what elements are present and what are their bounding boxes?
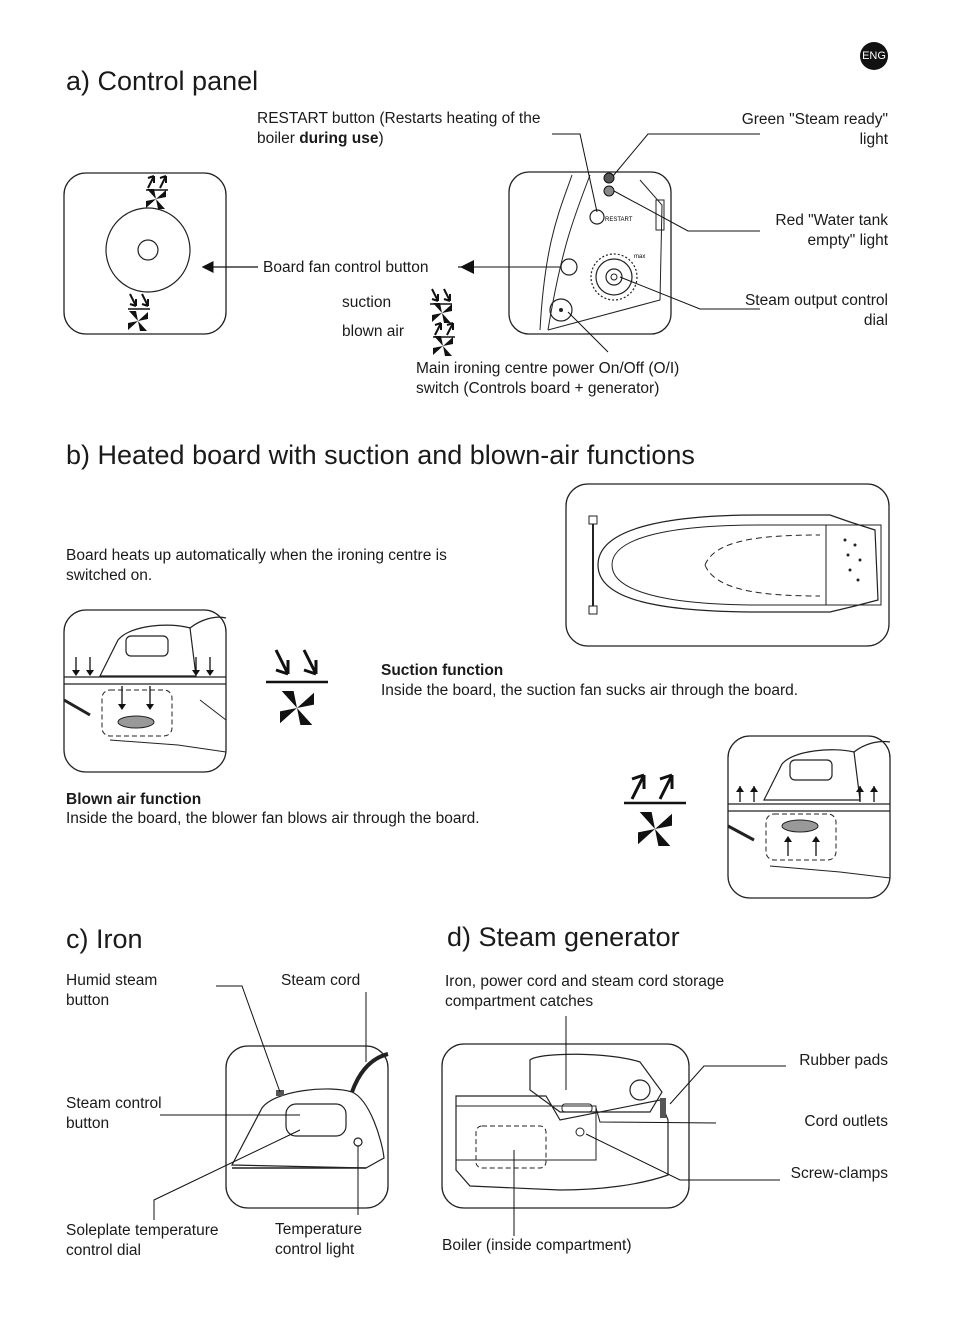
section-title-heated-board: b) Heated board with suction and blown-a… (66, 440, 695, 470)
section-title-control-panel: a) Control panel (66, 66, 259, 96)
section-title-steam-generator: d) Steam generator (447, 922, 680, 952)
ironing-board-drawing (565, 483, 890, 647)
steam-cord-label: Steam cord (281, 972, 361, 989)
soleplate-dial-label: Soleplate temperature control dial (66, 1222, 219, 1259)
suction-icon (266, 649, 328, 725)
control-panel-drawing: RESTART max (508, 171, 672, 335)
board-fan-button-drawing (63, 172, 227, 335)
section-title-iron: c) Iron (66, 924, 143, 954)
blown-air-icon (624, 773, 686, 846)
svg-text:max: max (634, 254, 645, 260)
humid-steam-label: Humid steam button (66, 972, 158, 1009)
screw-clamps-label: Screw-clamps (790, 1165, 888, 1182)
board-intro-text: Board heats up automatically when the ir… (66, 547, 447, 584)
svg-text:RESTART: RESTART (605, 217, 633, 223)
iron-drawing (225, 1045, 389, 1209)
suction-label: suction (342, 294, 392, 311)
steam-dial-label: Steam output control dial (744, 292, 888, 329)
cord-outlets-label: Cord outlets (804, 1113, 888, 1130)
blown-air-drawing (727, 735, 891, 899)
blown-air-label: blown air (342, 323, 405, 340)
restart-button-label: RESTART button (Restarts heating of the … (257, 110, 541, 147)
language-badge: ENG (860, 42, 888, 70)
main-switch-label: Main ironing centre power On/Off (O/I) s… (416, 360, 680, 397)
steam-control-label: Steam control button (66, 1095, 162, 1132)
blown-air-function-title: Blown air function (66, 791, 202, 808)
boiler-label: Boiler (inside compartment) (442, 1237, 632, 1254)
suction-function-title: Suction function (381, 662, 504, 679)
temperature-light-label: Temperature control light (275, 1221, 363, 1258)
catches-label: Iron, power cord and steam cord storage … (445, 973, 725, 1010)
blown-air-function-text: Inside the board, the blower fan blows a… (66, 810, 480, 827)
suction-drawing (63, 609, 227, 773)
suction-function-text: Inside the board, the suction fan sucks … (381, 682, 799, 699)
red-light-label: Red "Water tank empty" light (775, 212, 888, 249)
rubber-pads-label: Rubber pads (799, 1052, 888, 1069)
green-light-label: Green "Steam ready" light (741, 111, 888, 148)
board-fan-label: Board fan control button (263, 259, 429, 276)
